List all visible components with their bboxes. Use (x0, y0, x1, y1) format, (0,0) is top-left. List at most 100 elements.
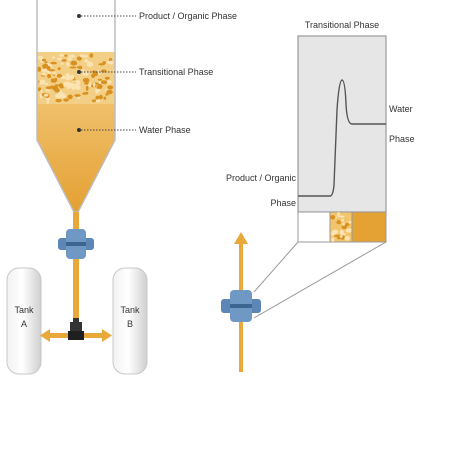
graph-label-water-line2: Phase (389, 134, 415, 144)
bubble (77, 96, 81, 100)
bubble (107, 85, 114, 90)
bubble (345, 228, 353, 233)
water-phase-region (37, 104, 115, 212)
outlet-pipe (73, 212, 79, 332)
bubble (341, 224, 348, 230)
bubble (82, 55, 89, 58)
bubble (39, 79, 46, 85)
strip-bubbles (330, 211, 353, 242)
bubble (69, 82, 75, 88)
tank-b: Tank B (112, 267, 148, 375)
signal-graph-panel: Transitional Phase Water Phase Product /… (226, 20, 415, 243)
bubble (64, 75, 72, 81)
bubble (82, 92, 86, 95)
bubble (97, 70, 101, 76)
graph-label-product-line1: Product / Organic (226, 173, 297, 183)
bubble (47, 73, 52, 79)
bubble (37, 55, 43, 60)
bubble (41, 68, 48, 73)
strip-water-phase (351, 211, 387, 243)
bubble (330, 215, 336, 220)
bubble (46, 98, 50, 104)
bubble (339, 215, 345, 218)
bubble (106, 89, 113, 95)
tank-b-label-line2: B (127, 319, 133, 329)
bubble (76, 56, 82, 61)
bubble (85, 85, 89, 91)
bubble (52, 79, 57, 83)
bubble (71, 86, 76, 90)
bubble (64, 54, 68, 57)
bubble (60, 54, 63, 57)
bubble (67, 94, 73, 100)
bubble (68, 54, 75, 58)
bubble (56, 73, 63, 78)
product-organic-phase-region (37, 0, 115, 52)
graph-title: Transitional Phase (305, 20, 379, 30)
label-water-phase: Water Phase (139, 125, 191, 135)
bubble (88, 82, 92, 88)
bubble (50, 61, 57, 65)
bubble (106, 61, 113, 64)
tank-a: Tank A (6, 267, 42, 375)
bubble (52, 71, 56, 75)
bubble (102, 61, 106, 65)
bubble (54, 88, 60, 93)
bubble (104, 76, 110, 80)
arrow-to-tank-b-icon (102, 329, 112, 342)
emulsion-bubbles (37, 53, 114, 104)
bubble (105, 93, 109, 96)
bubble (66, 62, 70, 67)
bubble (54, 73, 58, 77)
bubble (45, 86, 53, 90)
bubble (89, 54, 94, 58)
bubble (331, 229, 339, 235)
bubble (45, 82, 49, 86)
bubble (60, 62, 64, 65)
bubble (40, 89, 43, 93)
flow-direction-arrow-icon (234, 232, 248, 244)
bubble (43, 63, 49, 68)
zoom-connector (253, 241, 387, 319)
enlarged-sensor-icon (221, 290, 261, 322)
bubble (51, 56, 56, 59)
signal-curve (298, 79, 386, 197)
tank-b-label-line1: Tank (120, 305, 140, 315)
bubble (333, 234, 339, 237)
bubble (85, 58, 88, 62)
bubble (103, 96, 107, 100)
bubble (42, 58, 46, 62)
bubble (48, 69, 56, 72)
bubble (60, 93, 66, 99)
bubble (55, 93, 62, 99)
bubble (108, 80, 111, 83)
bubble (67, 57, 72, 61)
bubble (97, 83, 103, 89)
bubble (58, 91, 63, 95)
bubble (337, 220, 341, 223)
bubble (43, 94, 49, 97)
label-transitional-phase: Transitional Phase (139, 67, 213, 77)
bubble (57, 67, 61, 71)
bubble (74, 85, 81, 90)
bubble (74, 94, 81, 97)
bubble (76, 66, 82, 69)
tank-a-label-line2: A (21, 319, 27, 329)
bubble (331, 237, 335, 242)
bubble (348, 220, 352, 224)
bubble (92, 82, 96, 87)
bubble (344, 235, 350, 241)
bubble (342, 222, 346, 226)
three-way-valve-icon (68, 318, 84, 340)
arrow-to-tank-a-icon (40, 329, 50, 342)
bubble (63, 98, 69, 102)
bubble (56, 57, 63, 61)
bubble (86, 61, 94, 67)
bubble (41, 72, 46, 76)
graph-label-water-line1: Water (389, 104, 413, 114)
bubble (82, 78, 90, 83)
separation-vessel (36, 0, 116, 213)
bubble (76, 80, 81, 85)
bubble (91, 99, 96, 103)
